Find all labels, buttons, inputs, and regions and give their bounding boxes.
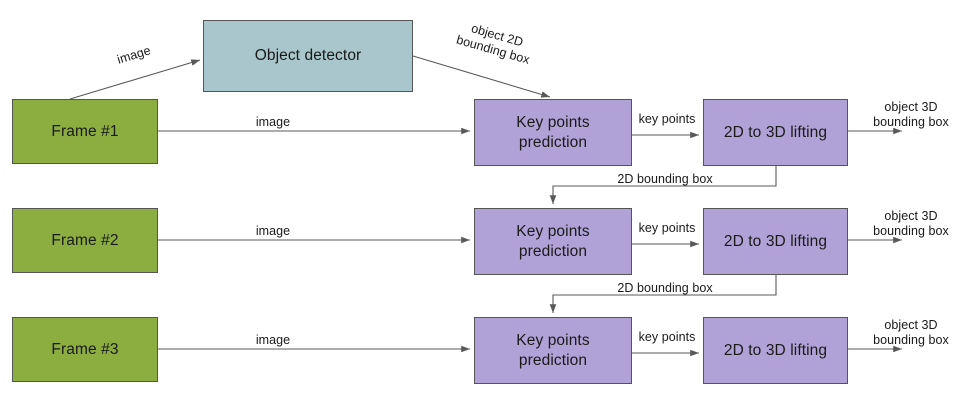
node-object-detector-label: Object detector	[254, 47, 362, 65]
edge-label-object-3d-3-line2: bounding box	[873, 333, 949, 347]
edge-label-image-row-2: image	[255, 224, 291, 238]
edge-label-image-row-1: image	[255, 115, 291, 129]
edge-feedback-row1-to-row2	[549, 165, 777, 204]
node-lifting-2[interactable]: 2D to 3D lifting	[703, 208, 848, 275]
node-keypoints-1-label-line1: Key points	[516, 113, 590, 131]
node-frame-3-label: Frame #3	[51, 340, 119, 358]
node-keypoints-2-label-line1: Key points	[516, 222, 590, 240]
edge-label-feedback-1: 2D bounding box	[617, 172, 713, 186]
edge-label-key-points-2: key points	[638, 221, 696, 235]
node-frame-1[interactable]: Frame #1	[12, 99, 158, 164]
node-lifting-2-label: 2D to 3D lifting	[723, 232, 828, 250]
node-lifting-3[interactable]: 2D to 3D lifting	[703, 317, 848, 384]
edge-label-key-points-3: key points	[638, 330, 696, 344]
edge-label-image-row-3: image	[255, 333, 291, 347]
node-keypoints-2[interactable]: Key points prediction	[474, 208, 632, 275]
node-frame-1-label: Frame #1	[51, 122, 119, 140]
edge-detector-to-keypoints1	[412, 55, 551, 98]
edge-frame1-to-detector	[69, 59, 201, 100]
edge-label-object-3d-bounding-box-2: object 3D bounding box	[865, 209, 957, 239]
edge-label-object-3d-1-line1: object 3D	[884, 100, 938, 114]
node-keypoints-3-label-line2: prediction	[518, 351, 588, 369]
edge-feedback-row2-to-row3	[549, 274, 777, 313]
node-keypoints-3-label-line1: Key points	[516, 331, 590, 349]
node-lifting-1[interactable]: 2D to 3D lifting	[703, 99, 848, 166]
node-frame-2-label: Frame #2	[51, 231, 119, 249]
edge-label-key-points-1: key points	[638, 112, 696, 126]
node-lifting-3-label: 2D to 3D lifting	[723, 341, 828, 359]
node-keypoints-2-label-line2: prediction	[518, 242, 588, 260]
edge-label-feedback-2: 2D bounding box	[617, 281, 713, 295]
edge-label-object-3d-bounding-box-3: object 3D bounding box	[865, 318, 957, 348]
node-frame-2[interactable]: Frame #2	[12, 208, 158, 273]
edge-label-object-3d-1-line2: bounding box	[873, 115, 949, 129]
edge-label-object-3d-2-line2: bounding box	[873, 224, 949, 238]
node-lifting-1-label: 2D to 3D lifting	[723, 123, 828, 141]
node-object-detector[interactable]: Object detector	[203, 20, 413, 92]
node-keypoints-3[interactable]: Key points prediction	[474, 317, 632, 384]
edge-label-object-3d-3-line1: object 3D	[884, 318, 938, 332]
node-frame-3[interactable]: Frame #3	[12, 317, 158, 382]
node-keypoints-1[interactable]: Key points prediction	[474, 99, 632, 166]
edge-label-object-3d-2-line1: object 3D	[884, 209, 938, 223]
node-keypoints-1-label-line2: prediction	[518, 133, 588, 151]
edge-label-object-3d-bounding-box-1: object 3D bounding box	[865, 100, 957, 130]
